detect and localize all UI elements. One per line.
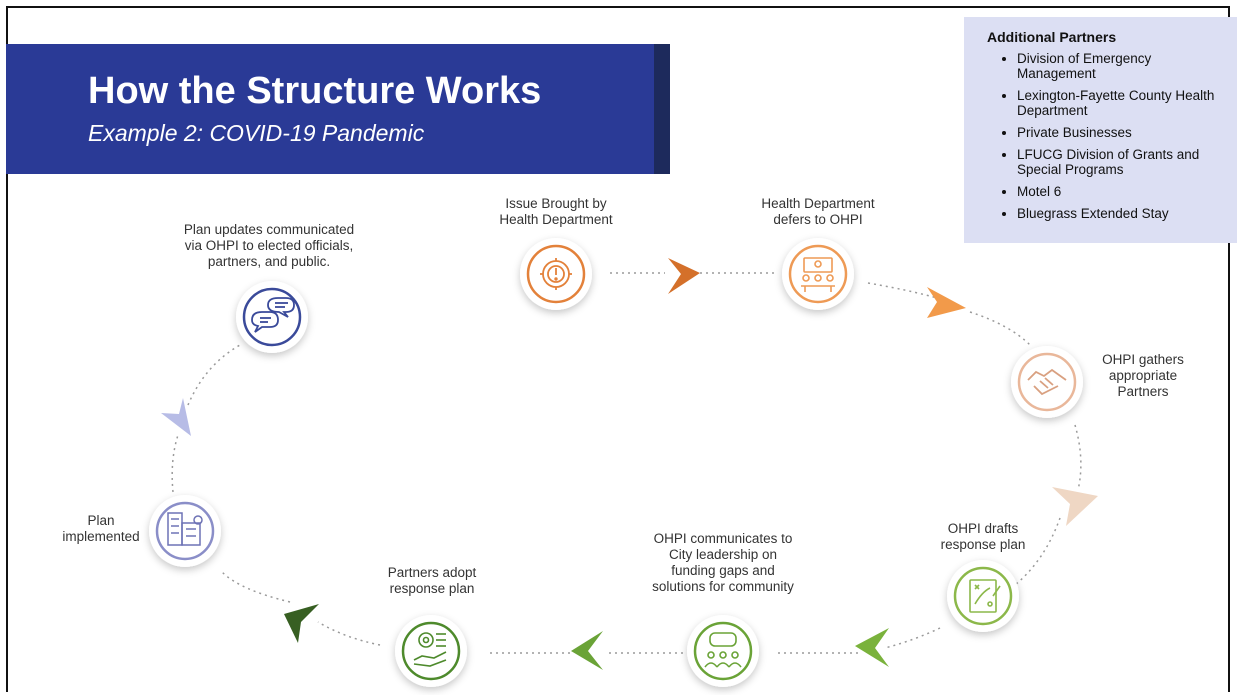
arrow-issue-to-defer <box>668 258 700 294</box>
step-circle-communicate <box>687 615 759 687</box>
label-line: Plan updates communicated <box>183 222 355 237</box>
label-line: OHPI drafts <box>947 521 1019 536</box>
partner-item: Lexington-Fayette County Health Departme… <box>1017 88 1227 118</box>
partners-list: Division of Emergency Management Lexingt… <box>987 51 1227 221</box>
slide-frame <box>6 6 1230 692</box>
title-banner-shade <box>654 44 670 174</box>
label-line: appropriate <box>1108 368 1178 383</box>
chat-bubbles-icon <box>251 297 295 333</box>
arrow-implement-to-updates <box>161 398 191 436</box>
city-buildings-icon <box>167 512 203 546</box>
arrow-gather-to-draft <box>1052 487 1098 526</box>
label-line: OHPI gathers <box>1102 352 1184 367</box>
label-line: partners, and public. <box>207 254 331 269</box>
page-subtitle: Example 2: COVID-19 Pandemic <box>88 120 425 146</box>
strategy-board-icon <box>969 579 1001 613</box>
step-circle-draft <box>947 560 1019 632</box>
step-circle-implement <box>149 495 221 567</box>
label-line: Partners <box>1117 384 1169 399</box>
step-label-updates: Plan updates communicated via OHPI to el… <box>160 222 378 270</box>
arrow-communicate-to-adopt <box>571 631 603 670</box>
label-line: OHPI communicates to <box>653 531 793 546</box>
step-label-defer: Health Department defers to OHPI <box>738 196 898 228</box>
partner-item: Motel 6 <box>1017 184 1227 199</box>
additional-partners-box: Additional Partners Division of Emergenc… <box>964 17 1237 243</box>
partner-item: Division of Emergency Management <box>1017 51 1227 81</box>
step-label-gather: OHPI gathers appropriate Partners <box>1088 352 1198 400</box>
hand-gear-icon <box>413 632 447 667</box>
connector-12 <box>221 571 291 603</box>
partner-item: Private Businesses <box>1017 125 1227 140</box>
step-circle-updates <box>236 281 308 353</box>
flow-arrows <box>161 258 1098 670</box>
partners-heading: Additional Partners <box>987 29 1117 45</box>
label-line: Partners adopt <box>387 565 477 580</box>
label-line: Plan <box>87 513 115 528</box>
alert-gear-icon <box>540 258 572 290</box>
label-line: funding gaps and <box>671 563 775 578</box>
label-line: solutions for community <box>652 579 794 594</box>
connector-11 <box>317 621 381 646</box>
label-line: defers to OHPI <box>773 212 863 227</box>
connector-14 <box>187 344 241 406</box>
step-circle-gather <box>1011 346 1083 418</box>
step-label-draft: OHPI drafts response plan <box>920 521 1046 553</box>
step-label-adopt: Partners adopt response plan <box>362 565 502 597</box>
label-line: City leadership on <box>668 547 778 562</box>
handshake-icon <box>1027 368 1067 396</box>
step-label-implement: Plan implemented <box>58 513 144 545</box>
group-discussion-icon <box>704 632 742 668</box>
meeting-icon <box>801 257 835 292</box>
connector-7 <box>884 627 941 649</box>
connector-lines <box>171 272 1082 654</box>
arrow-defer-to-gather <box>927 287 966 318</box>
connector-4 <box>969 311 1031 346</box>
arrow-draft-to-communicate <box>855 628 889 667</box>
label-line: Health Department <box>761 196 875 211</box>
step-label-communicate: OHPI communicates to City leadership on … <box>628 531 818 595</box>
connector-5 <box>1074 424 1082 491</box>
step-circle-adopt <box>395 615 467 687</box>
partner-item: Bluegrass Extended Stay <box>1017 206 1227 221</box>
partner-item: LFUCG Division of Grants and Special Pro… <box>1017 147 1227 177</box>
connector-6 <box>1014 517 1061 586</box>
step-label-issue: Issue Brought by Health Department <box>482 196 630 228</box>
step-circle-defer <box>782 238 854 310</box>
label-line: via OHPI to elected officials, <box>184 238 354 253</box>
arrow-adopt-to-implement <box>284 604 319 643</box>
label-line: Issue Brought by <box>505 196 607 211</box>
label-line: Health Department <box>499 212 613 227</box>
label-line: implemented <box>62 529 140 544</box>
connector-13 <box>171 434 179 493</box>
title-banner: How the Structure Works Example 2: COVID… <box>6 44 670 174</box>
label-line: response plan <box>389 581 475 596</box>
label-line: response plan <box>940 537 1026 552</box>
page-title: How the Structure Works <box>88 70 542 112</box>
